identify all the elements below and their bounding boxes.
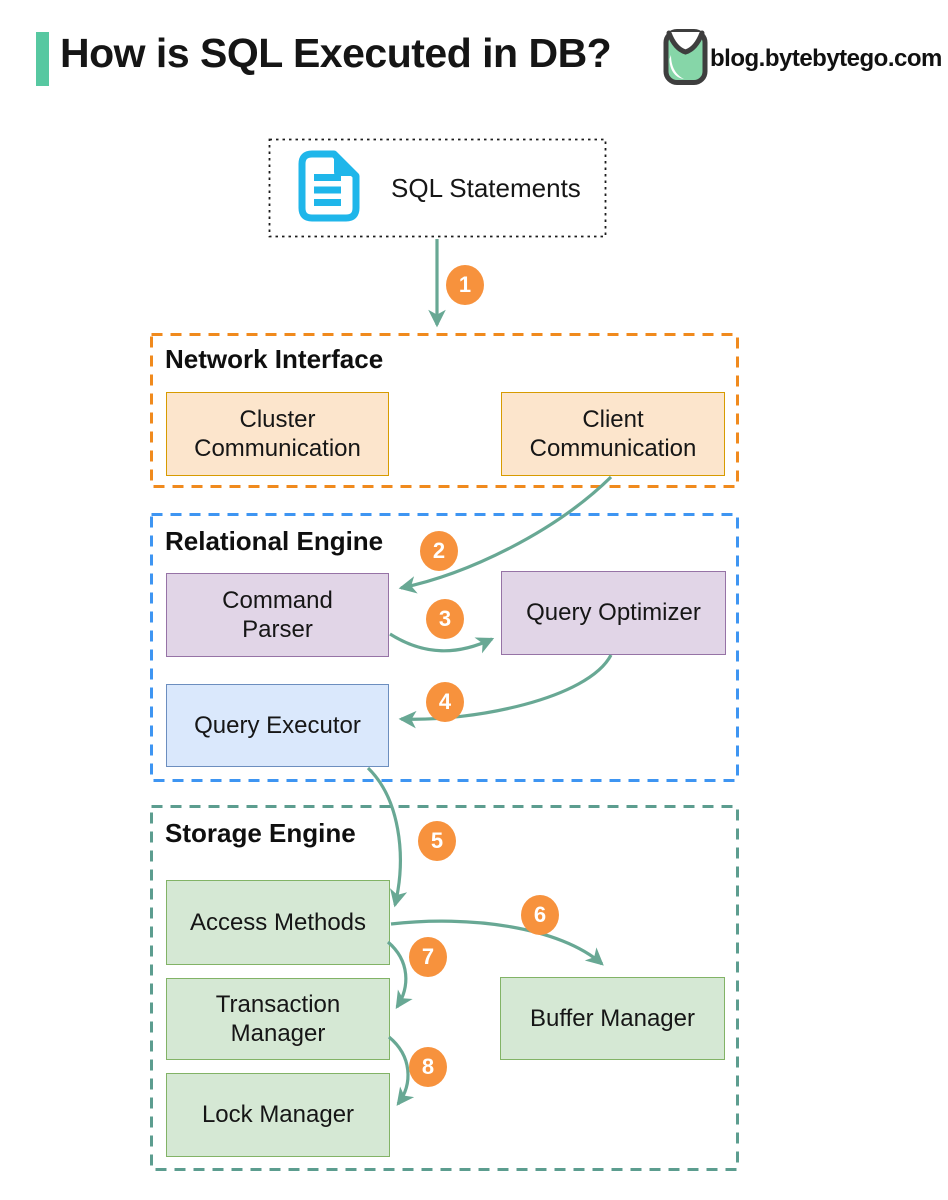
step-badge-2: 2 (420, 531, 458, 571)
step-badge-3: 3 (426, 599, 464, 639)
step-badge-4: 4 (426, 682, 464, 722)
arrow-8 (387, 1035, 415, 1106)
section-label-storage-engine: Storage Engine (165, 818, 356, 848)
section-label-network-interface: Network Interface (165, 344, 384, 374)
node-cluster-communication: Cluster Communication (166, 392, 389, 476)
step-badge-5: 5 (418, 821, 456, 861)
step-badge-6: 6 (521, 895, 559, 935)
sql-statements-box: SQL Statements (269, 139, 606, 237)
step-badge-8: 8 (409, 1047, 447, 1087)
node-client-communication: Client Communication (501, 392, 725, 476)
step-badge-1: 1 (446, 265, 484, 305)
arrow-7 (386, 940, 413, 1010)
node-transaction-manager: Transaction Manager (166, 978, 390, 1060)
sql-document-icon (295, 149, 361, 228)
section-label-relational-engine: Relational Engine (165, 526, 384, 556)
node-buffer-manager: Buffer Manager (500, 977, 725, 1060)
node-lock-manager: Lock Manager (166, 1073, 390, 1157)
node-query-executor: Query Executor (166, 684, 389, 767)
sql-statements-label: SQL Statements (391, 172, 581, 203)
brand-text: blog.bytebytego.com (710, 45, 942, 72)
node-command-parser: Command Parser (166, 573, 389, 657)
brand: blog.bytebytego.com (663, 28, 942, 91)
title-accent-bar (36, 32, 49, 86)
page-title: How is SQL Executed in DB? (60, 30, 612, 76)
node-access-methods: Access Methods (166, 880, 390, 965)
bytebytego-logo-icon (663, 28, 708, 91)
node-query-optimizer: Query Optimizer (501, 571, 726, 655)
step-badge-7: 7 (409, 937, 447, 977)
